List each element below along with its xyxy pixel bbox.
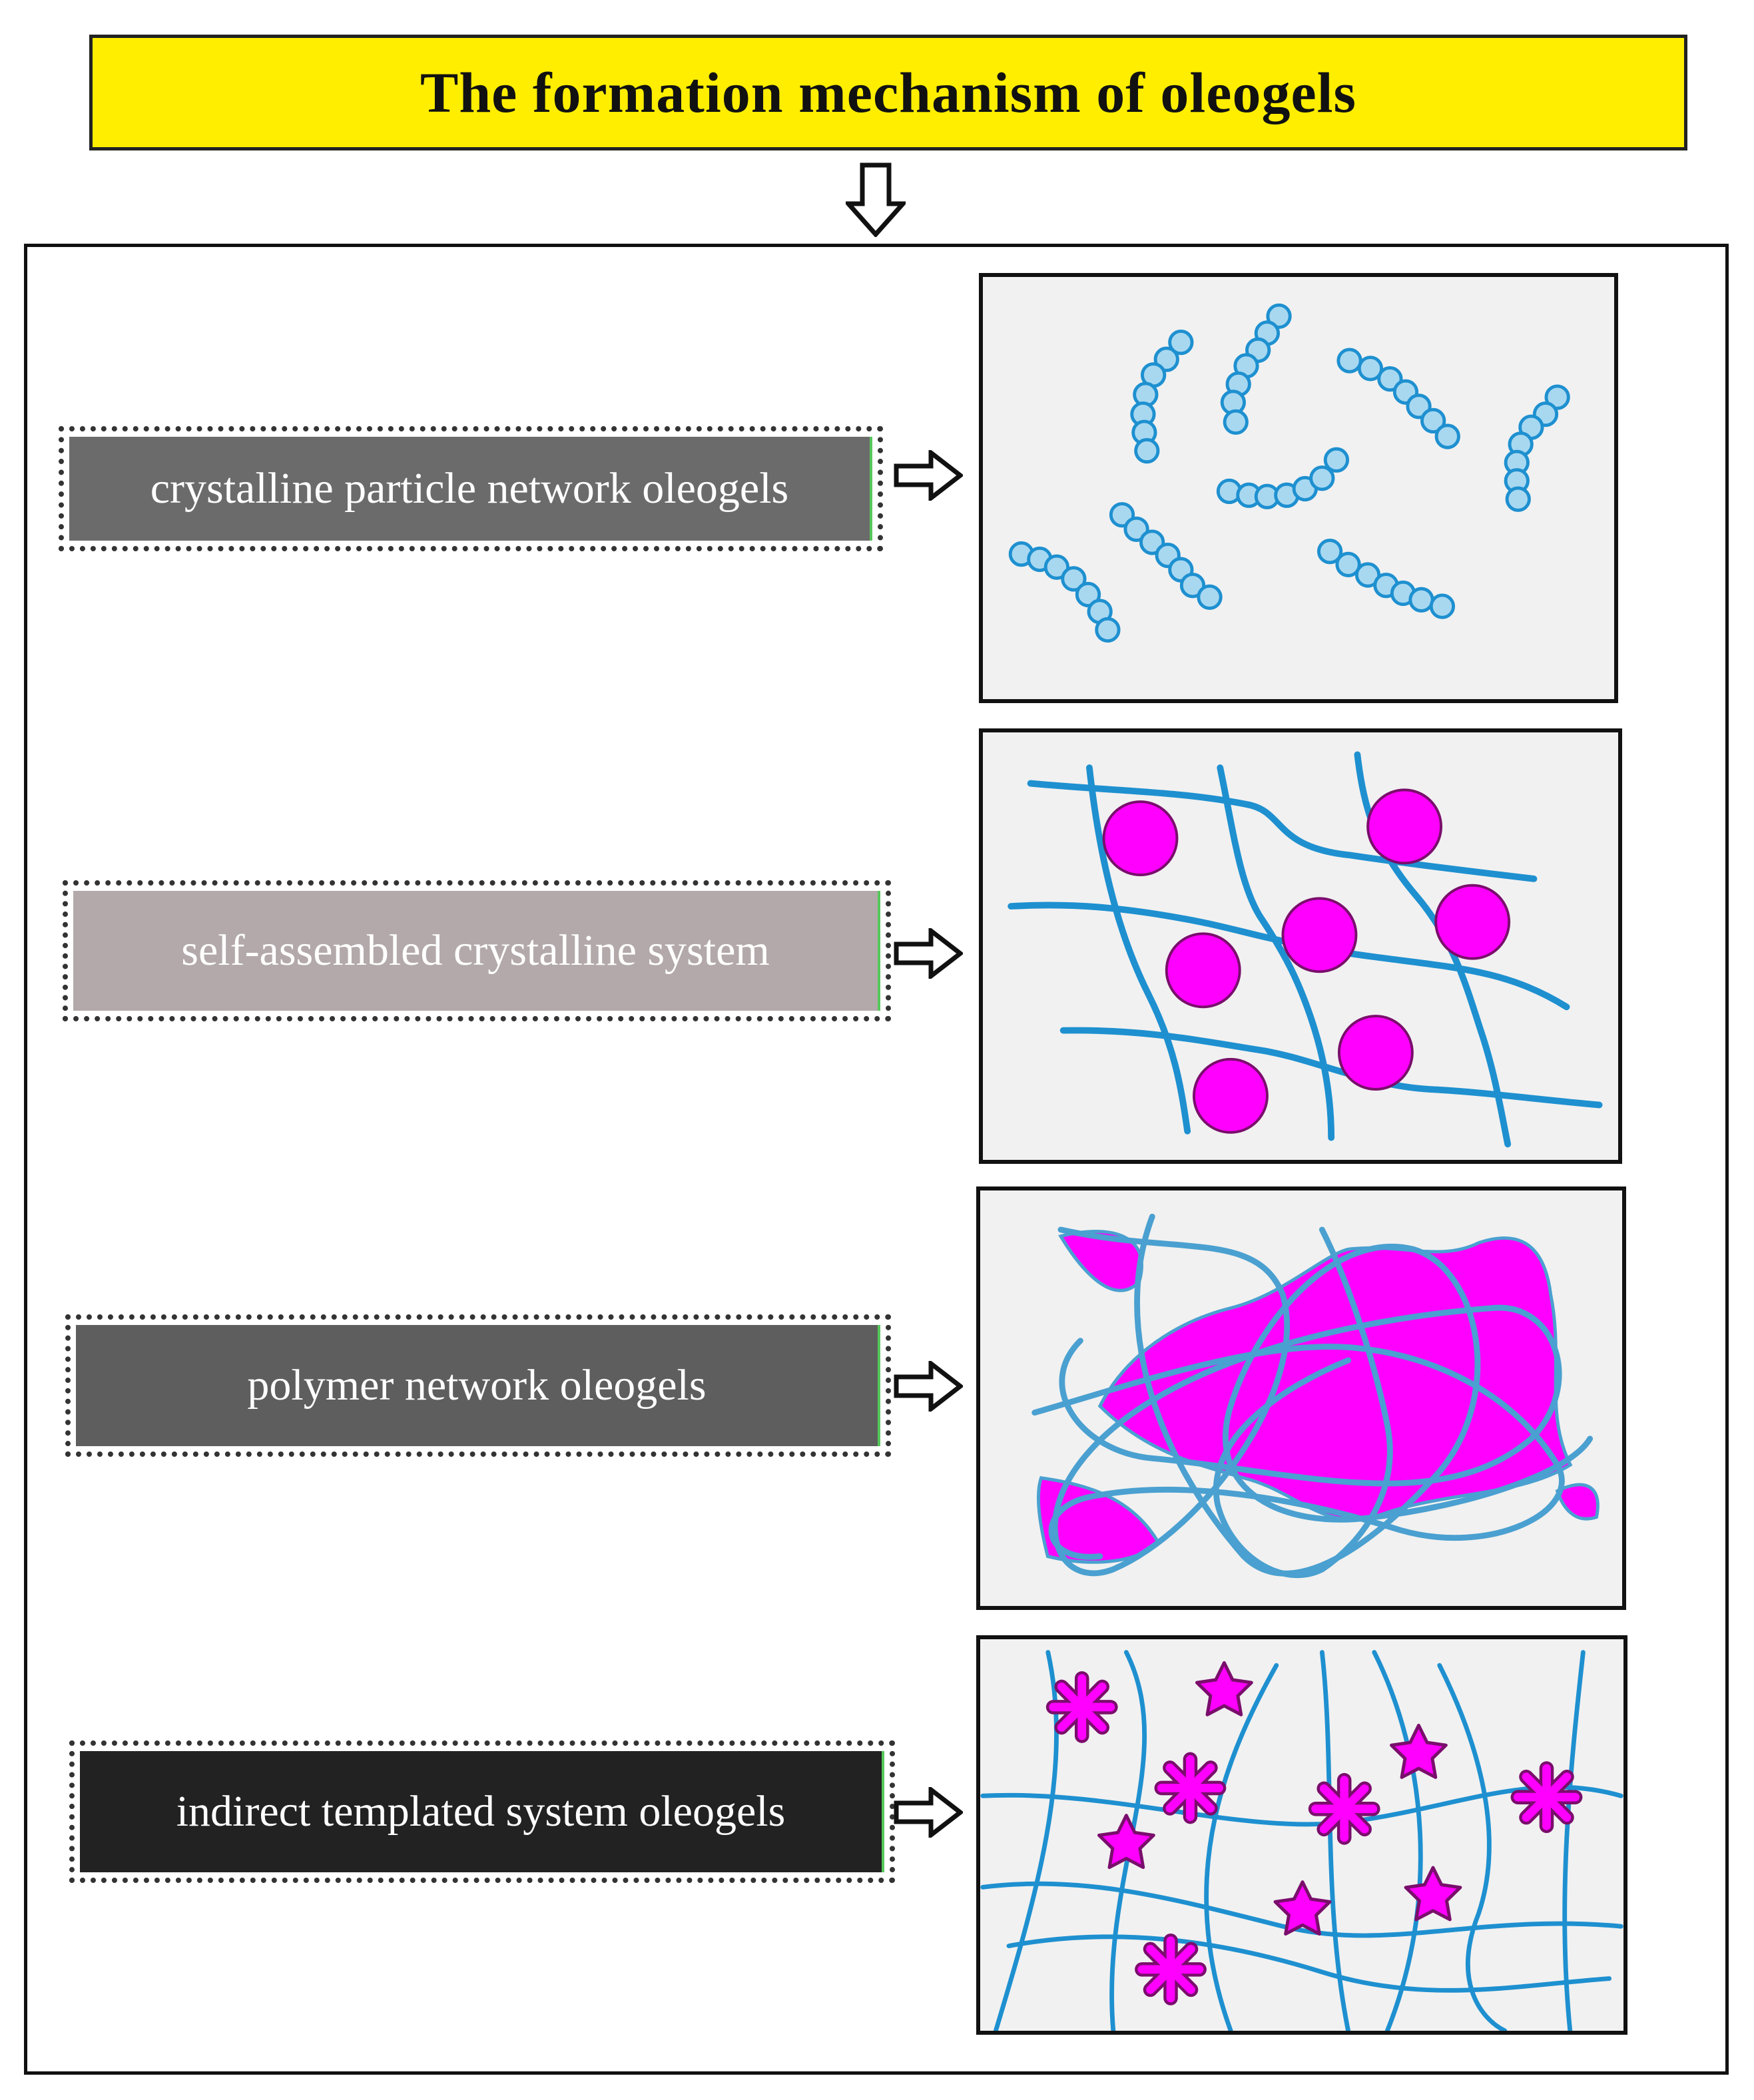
asterisk-arm (1057, 1683, 1107, 1732)
panel-self-assembled (979, 728, 1622, 1164)
bead (1043, 554, 1070, 580)
template-fiber (1006, 1934, 1612, 1993)
template-fiber (1109, 1650, 1147, 2031)
fiber-strand (1027, 780, 1538, 882)
polymer-strand (1031, 1344, 1565, 1560)
template-fiber (1437, 1663, 1508, 2031)
asterisk-particle (1154, 1752, 1227, 1824)
down-arrow-icon (846, 162, 906, 237)
bead-chains-diagram (1008, 303, 1570, 643)
asterisk-arm (1165, 1763, 1215, 1813)
bead (1309, 465, 1335, 491)
category-box-self-assembled: self-assembled crystalline system (63, 880, 891, 1021)
crystal-sphere (1434, 884, 1511, 960)
right-arrow-icon (894, 450, 963, 501)
crystal-sphere (1337, 1015, 1414, 1091)
crystal-sphere (1281, 897, 1358, 973)
panel-polymer-network (976, 1186, 1626, 1610)
bead (1434, 423, 1460, 449)
template-fiber (1562, 1650, 1586, 2031)
bead (1061, 566, 1087, 592)
category-label: self-assembled crystalline system (73, 891, 880, 1011)
asterisk-particle (1308, 1772, 1380, 1845)
right-arrow-icon (894, 1787, 963, 1838)
template-fiber (1372, 1650, 1423, 2031)
bead (1408, 587, 1434, 613)
bead (1095, 617, 1121, 643)
polymer-strand (1213, 1226, 1393, 1579)
diagram-title: The formation mechanism of oleogels (420, 61, 1357, 125)
tangled-polymer-diagram (1031, 1213, 1600, 1579)
bead (1544, 384, 1570, 410)
category-box-polymer-network: polymer network oleogels (65, 1314, 891, 1457)
asterisk-particle (1510, 1761, 1583, 1834)
asterisk-arm (1522, 1772, 1572, 1822)
star-particle (1273, 1880, 1332, 1936)
category-label: indirect templated system oleogels (80, 1751, 884, 1872)
polymer-domain (1097, 1236, 1573, 1521)
asterisk-particle (1135, 1933, 1207, 2005)
bead (1420, 407, 1446, 434)
crystal-sphere (1165, 932, 1241, 1009)
right-arrow-icon (894, 928, 963, 979)
asterisk-particle (1045, 1671, 1118, 1743)
category-label: polymer network oleogels (76, 1325, 880, 1446)
bead (1179, 573, 1206, 599)
crystal-sphere (1193, 1057, 1269, 1134)
fiber-grid-with-spheres-diagram (1008, 751, 1603, 1148)
bead (1336, 348, 1362, 374)
bead (1134, 437, 1160, 464)
polymer-domain (1555, 1483, 1600, 1521)
star-particle (1390, 1723, 1448, 1779)
right-arrow-icon (894, 1361, 963, 1412)
star-particle (1097, 1814, 1155, 1870)
fiber-strand (1086, 764, 1191, 1135)
crystal-sphere (1102, 800, 1179, 876)
bead (1323, 447, 1350, 473)
fiber-strand (1217, 764, 1335, 1141)
category-label: crystalline particle network oleogels (69, 437, 872, 541)
template-fiber (1204, 1663, 1279, 2031)
template-fiber (980, 1881, 1623, 1938)
fiber-mesh-with-stars-diagram (980, 1650, 1623, 2031)
category-box-indirect-templated: indirect templated system oleogels (69, 1740, 895, 1883)
asterisk-arm (1146, 1945, 1195, 1994)
bead (1505, 486, 1531, 512)
bead (1429, 593, 1456, 619)
title-banner: The formation mechanism of oleogels (89, 35, 1687, 150)
bead (1335, 551, 1361, 577)
bead (1223, 409, 1249, 435)
bead (1197, 584, 1223, 611)
bead (1316, 539, 1343, 565)
panel-indirect-templated (976, 1635, 1627, 2035)
panel-crystalline-particle (979, 273, 1618, 703)
crystal-sphere (1366, 788, 1443, 865)
mechanism-frame (24, 244, 1729, 2075)
bead (1075, 581, 1101, 608)
asterisk-arm (1319, 1784, 1369, 1834)
bead (1168, 330, 1194, 356)
star-particle (1404, 1866, 1462, 1922)
star-particle (1195, 1661, 1253, 1716)
category-box-crystalline-particle: crystalline particle network oleogels (59, 426, 883, 551)
bead (1357, 356, 1384, 382)
bead (1266, 303, 1292, 330)
